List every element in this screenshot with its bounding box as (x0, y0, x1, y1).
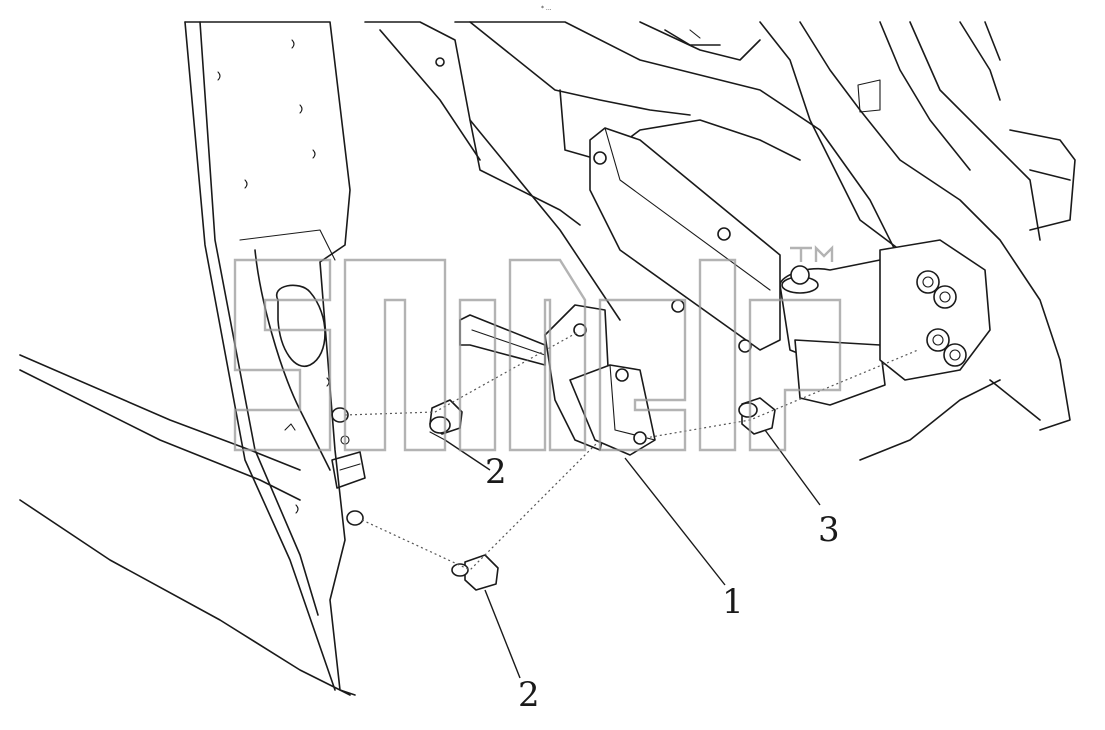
watermark-logo (233, 245, 842, 452)
callout-3: 3 (818, 510, 840, 550)
door-hinge (779, 239, 991, 406)
callout-2-lower: 2 (518, 675, 540, 715)
body-pillar (364, 21, 1076, 461)
callout-1: 1 (722, 582, 744, 622)
door-panel (19, 21, 366, 696)
top-mark: * ... (541, 5, 552, 12)
bolt-lower-2 (451, 554, 499, 591)
callout-2-upper: 2 (485, 452, 507, 492)
bolt-3 (738, 397, 776, 435)
leader-lines (444, 429, 821, 679)
door-check-part-1 (459, 304, 656, 456)
